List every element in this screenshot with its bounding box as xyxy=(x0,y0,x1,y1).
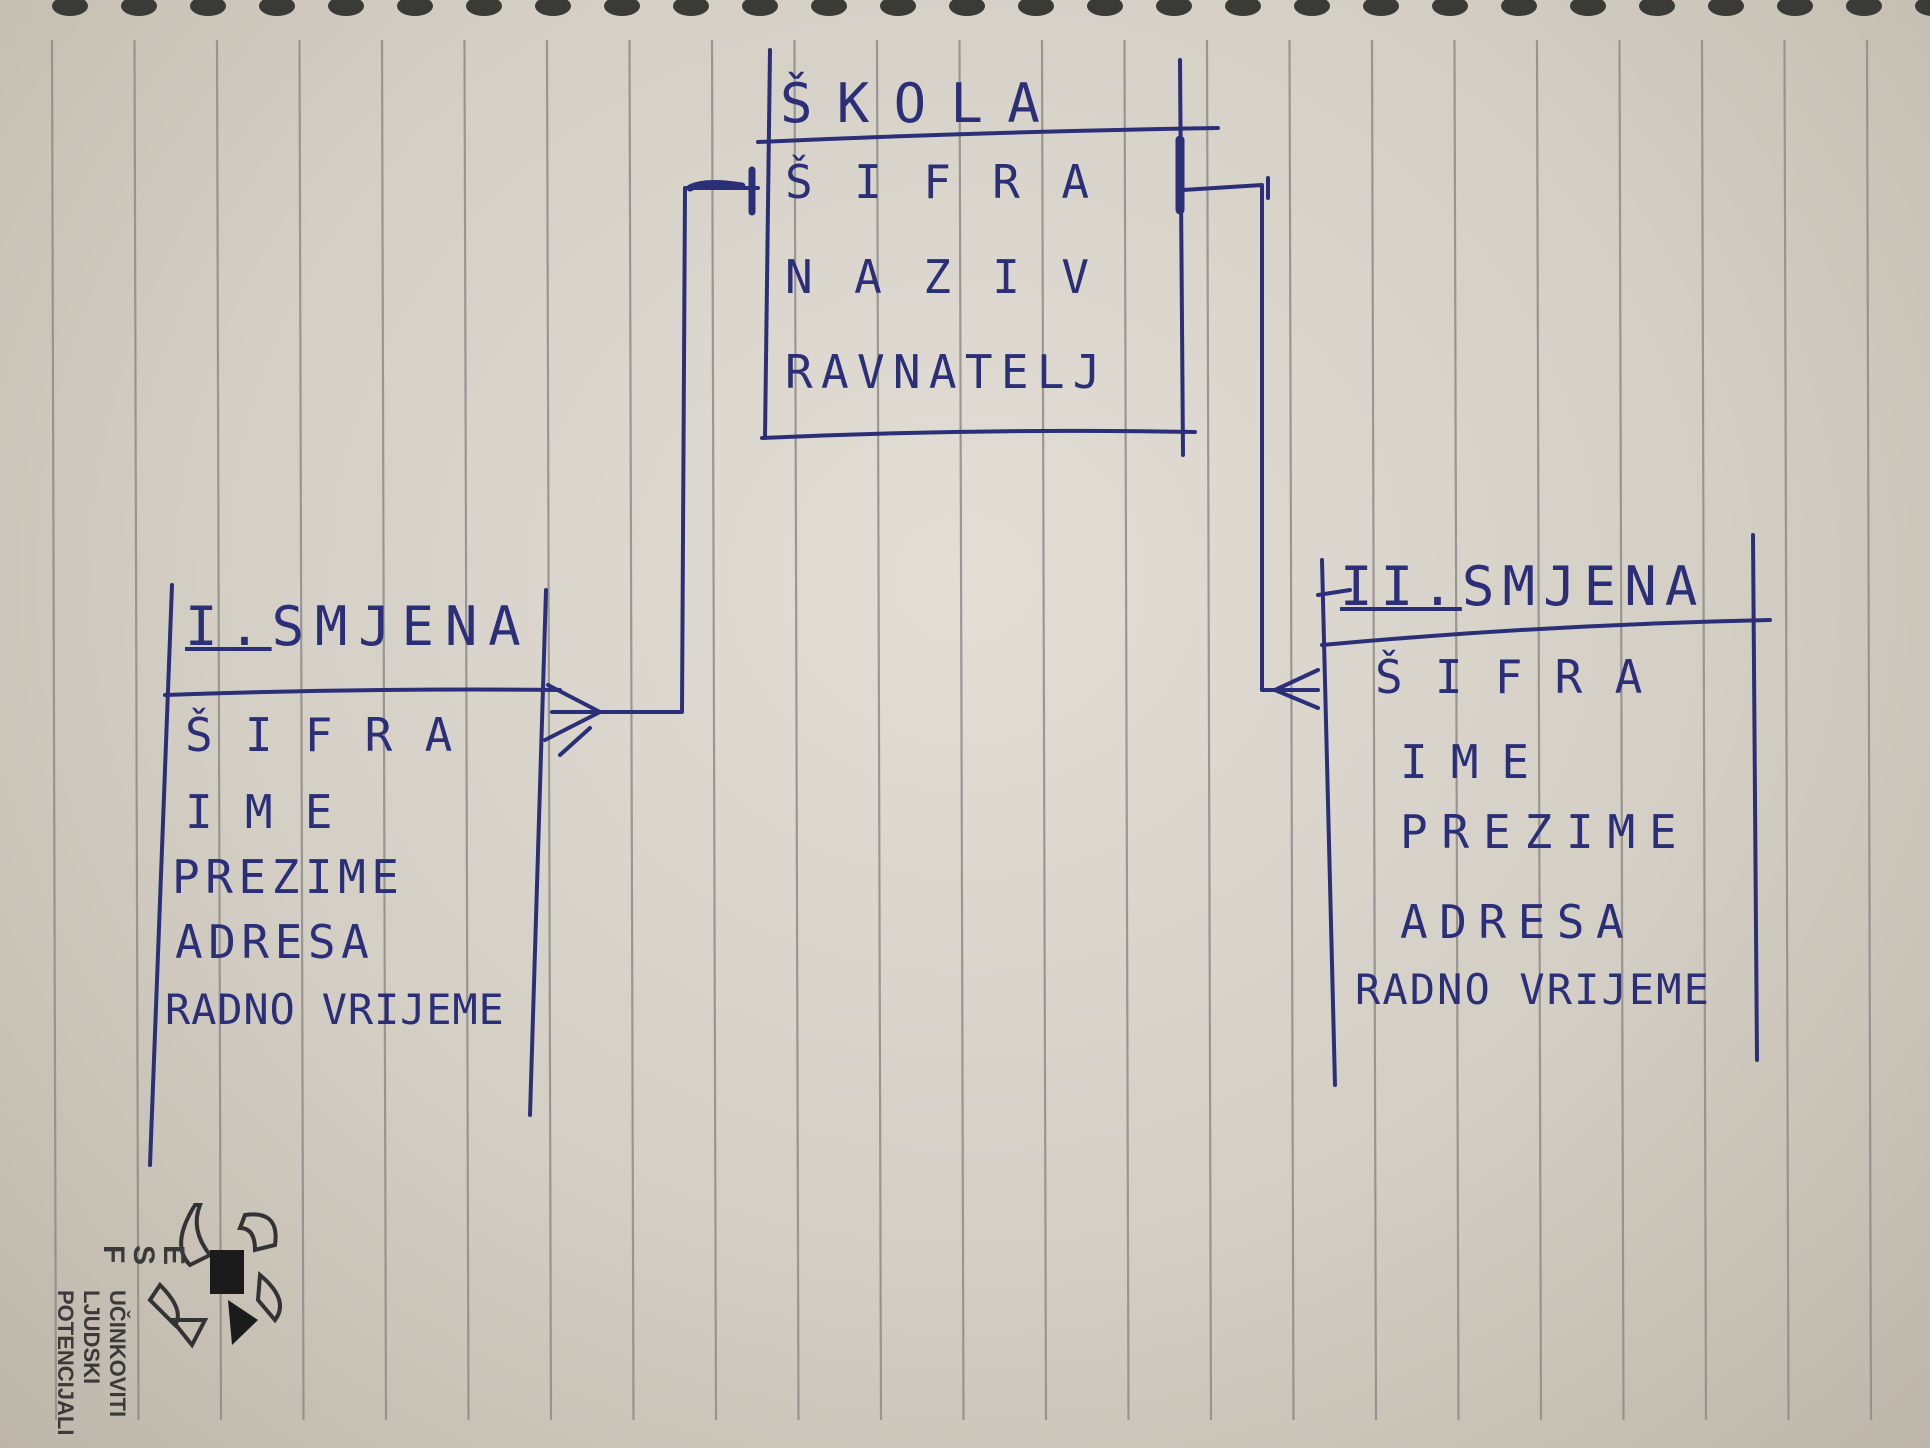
entity-smjena-2-title: II.SMJENA xyxy=(1340,555,1706,618)
spiral-hole xyxy=(1363,0,1399,16)
entity-smjena-1-title-text: SMJENA xyxy=(271,595,532,658)
ruled-line xyxy=(628,39,635,1421)
ruled-line xyxy=(793,39,800,1421)
entity-smjena-2-attr-adresa: ADRESA xyxy=(1400,895,1636,949)
ruled-line xyxy=(958,39,965,1421)
spiral-hole xyxy=(1501,0,1537,16)
entity-smjena-1-attr-adresa: ADRESA xyxy=(175,915,375,969)
entity-smjena-1-attr-radno-vrijeme: RADNO VRIJEME xyxy=(165,985,505,1034)
esf-logo xyxy=(147,1203,282,1349)
esf-logo-tagline: UČINKOVITI LJUDSKI POTENCIJALI xyxy=(52,1290,130,1435)
ruled-line xyxy=(1618,39,1625,1421)
entity-skola-attr-sifra: ŠIFRA xyxy=(785,155,1131,209)
spiral-hole xyxy=(1708,0,1744,16)
spiral-hole xyxy=(1432,0,1468,16)
ruled-line xyxy=(875,39,883,1421)
entity-smjena-1-title-prefix: I. xyxy=(185,595,272,658)
spiral-hole xyxy=(328,0,364,16)
entity-skola-title: ŠKOLA xyxy=(780,72,1065,135)
entity-smjena-2-title-prefix: II. xyxy=(1340,555,1462,618)
entity-skola-attr-ravnatelj: RAVNATELJ xyxy=(785,345,1109,399)
ruled-line xyxy=(1205,39,1213,1421)
esf-tagline-line-2: LJUDSKI xyxy=(79,1290,104,1385)
spiral-hole xyxy=(1846,0,1882,16)
esf-tagline-line-1: UČINKOVITI xyxy=(105,1290,130,1418)
ruled-line xyxy=(380,39,388,1421)
esf-logo-letters: E S F xyxy=(0,1245,190,1365)
ruled-line xyxy=(1865,39,1873,1421)
ruled-line xyxy=(1288,39,1295,1421)
spiral-hole xyxy=(121,0,157,16)
entity-smjena-2-attr-sifra: ŠIFRA xyxy=(1375,650,1675,704)
spiral-hole xyxy=(397,0,433,16)
spiral-hole xyxy=(1570,0,1606,16)
spiral-hole xyxy=(604,0,640,16)
entity-skola-attr-naziv: NAZIV xyxy=(785,250,1131,304)
entity-smjena-2-attr-radno-vrijeme: RADNO VRIJEME xyxy=(1355,965,1712,1014)
entity-smjena-2-title-text: SMJENA xyxy=(1461,555,1706,618)
ruled-line xyxy=(298,39,305,1421)
spiral-hole xyxy=(673,0,709,16)
esf-tagline-line-3: POTENCIJALI xyxy=(53,1290,78,1436)
ruled-line xyxy=(1040,39,1048,1421)
ruled-line xyxy=(215,39,223,1421)
ruled-line xyxy=(1535,39,1543,1421)
entity-smjena-1-box xyxy=(148,583,562,1167)
esf-letter-s: S xyxy=(127,1245,160,1266)
ruled-line xyxy=(1453,39,1460,1421)
spiral-hole xyxy=(742,0,778,16)
ruled-line xyxy=(1123,39,1130,1421)
ruled-line xyxy=(463,39,470,1421)
spiral-hole xyxy=(1639,0,1675,16)
entity-smjena-1-attr-ime: IME xyxy=(185,785,365,839)
spiral-hole xyxy=(949,0,985,16)
entity-smjena-2-box xyxy=(1316,533,1772,1087)
ruled-line xyxy=(545,39,553,1421)
spiral-hole xyxy=(1018,0,1054,16)
spiral-hole xyxy=(1294,0,1330,16)
entity-smjena-1-attr-prezime: PREZIME xyxy=(172,850,405,904)
relationship-skola-smjena-2 xyxy=(1181,176,1320,710)
spiral-hole xyxy=(52,0,88,16)
esf-letter-f: F xyxy=(97,1245,130,1264)
spiral-hole xyxy=(190,0,226,16)
spiral-hole xyxy=(811,0,847,16)
entity-smjena-2-attr-ime: IME xyxy=(1400,735,1553,789)
ruled-line xyxy=(1370,39,1378,1421)
ruled-line xyxy=(50,39,58,1421)
entity-smjena-1-title: I.SMJENA xyxy=(185,595,532,658)
ruled-line xyxy=(1700,39,1708,1421)
spiral-hole xyxy=(1915,0,1930,16)
spiral-hole xyxy=(259,0,295,16)
spiral-hole xyxy=(466,0,502,16)
entity-skola-box xyxy=(756,48,1220,457)
spiral-binding xyxy=(52,0,1930,16)
esf-letter-e: E xyxy=(157,1245,190,1266)
entity-smjena-1-attr-sifra: ŠIFRA xyxy=(185,708,485,762)
spiral-hole xyxy=(880,0,916,16)
ruled-line xyxy=(710,39,718,1421)
entity-smjena-2-attr-prezime: PREZIME xyxy=(1400,805,1691,859)
spiral-hole xyxy=(1777,0,1813,16)
relationship-skola-smjena-1 xyxy=(543,166,760,757)
spiral-hole xyxy=(535,0,571,16)
ruled-line xyxy=(1783,39,1790,1421)
spiral-hole xyxy=(1225,0,1261,16)
ruled-lines xyxy=(50,39,1873,1421)
ruled-line xyxy=(133,39,140,1421)
spiral-hole xyxy=(1087,0,1123,16)
spiral-hole xyxy=(1156,0,1192,16)
